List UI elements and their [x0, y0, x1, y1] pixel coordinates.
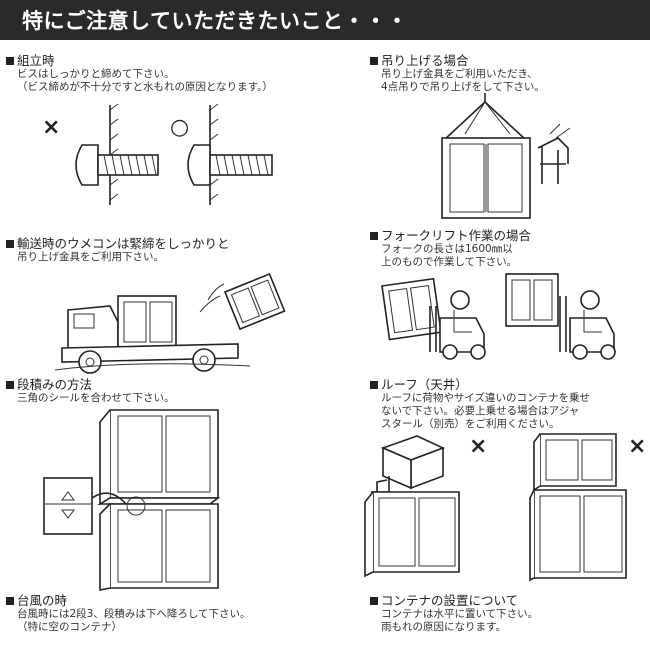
forklift-illustration	[381, 273, 616, 360]
section-text: 台風時には2段3、段積みは下へ降ろして下さい。	[17, 608, 251, 620]
section-text: 吊り上げ金具をご利用下さい。	[17, 251, 164, 263]
section-text: （特に空のコンテナ）	[17, 621, 122, 633]
section-text: 上のもので作業して下さい。	[381, 256, 518, 268]
section-title: 吊り上げる場合	[381, 53, 469, 68]
roof-stack-ng-illustration	[529, 433, 627, 582]
section-text: スタール（別売）をご利用ください。	[381, 418, 560, 430]
bullet-square-icon	[6, 381, 14, 389]
section-title: 組立時	[17, 53, 55, 68]
section-transport: 輸送時のウメコンは緊締をしっかりと 吊り上げ金具をご利用下さい。	[6, 236, 230, 264]
section-install: コンテナの設置について コンテナは水平に置いて下さい。 雨もれの原因になります。	[370, 593, 538, 634]
bullet-square-icon	[6, 240, 14, 248]
section-title: コンテナの設置について	[381, 593, 519, 608]
section-text: 4点吊りで吊り上げをして下さい。	[381, 81, 545, 93]
ng-mark-icon: ×	[469, 434, 488, 459]
roof-load-ng-illustration	[364, 435, 460, 578]
section-text: 三角のシールを合わせて下さい。	[17, 392, 175, 404]
section-text: フォークの長さは1600㎜以	[381, 243, 513, 255]
page-header: 特にご注意していただきたいこと・・・	[0, 0, 650, 40]
section-text: （ビス締めが不十分ですと水もれの原因となります。）	[17, 81, 273, 93]
bullet-square-icon	[6, 597, 14, 605]
section-typhoon: 台風の時 台風時には2段3、段積みは下へ降ろして下さい。 （特に空のコンテナ）	[6, 593, 251, 634]
section-stacking: 段積みの方法 三角のシールを合わせて下さい。	[6, 377, 175, 405]
page-title: 特にご注意していただきたいこと・・・	[22, 9, 408, 33]
ok-mark-icon: ○	[170, 115, 190, 140]
ng-mark-icon: ×	[42, 115, 61, 140]
section-forklift: フォークリフト作業の場合 フォークの長さは1600㎜以 上のもので作業して下さい…	[370, 228, 531, 269]
crane-lift-illustration	[441, 93, 571, 219]
section-lifting: 吊り上げる場合 吊り上げ金具をご利用いただき、 4点吊りで吊り上げをして下さい。	[370, 53, 545, 94]
bullet-square-icon	[370, 232, 378, 240]
section-text: コンテナは水平に置いて下さい。	[381, 608, 539, 620]
section-assembly: 組立時 ビスはしっかりと締めて下さい。 （ビス締めが不十分ですと水もれの原因とな…	[6, 53, 273, 94]
section-text: ビスはしっかりと締めて下さい。	[17, 68, 175, 80]
section-title: 台風の時	[17, 593, 68, 608]
section-title: 段積みの方法	[17, 377, 93, 392]
section-text: 吊り上げ金具をご利用いただき、	[381, 68, 538, 80]
screw-tight-illustration	[187, 103, 273, 205]
section-title: ルーフ（天井）	[381, 377, 468, 392]
stacked-containers-illustration	[43, 409, 221, 591]
bullet-square-icon	[370, 57, 378, 65]
section-roof: ルーフ（天井） ルーフに荷物やサイズ違いのコンテナを乗せ ないで下さい。必要上乗…	[370, 377, 590, 431]
bullet-square-icon	[370, 597, 378, 605]
section-title: 輸送時のウメコンは緊締をしっかりと	[17, 236, 230, 251]
section-text: ないで下さい。必要上乗せる場合はアジャ	[381, 405, 580, 417]
truck-transport-illustration	[54, 272, 286, 374]
ng-mark-icon: ×	[628, 434, 647, 459]
section-text: ルーフに荷物やサイズ違いのコンテナを乗せ	[381, 392, 591, 404]
bullet-square-icon	[6, 57, 14, 65]
screw-loose-illustration	[75, 103, 159, 205]
bullet-square-icon	[370, 381, 378, 389]
section-title: フォークリフト作業の場合	[381, 228, 532, 243]
section-text: 雨もれの原因になります。	[381, 621, 506, 633]
